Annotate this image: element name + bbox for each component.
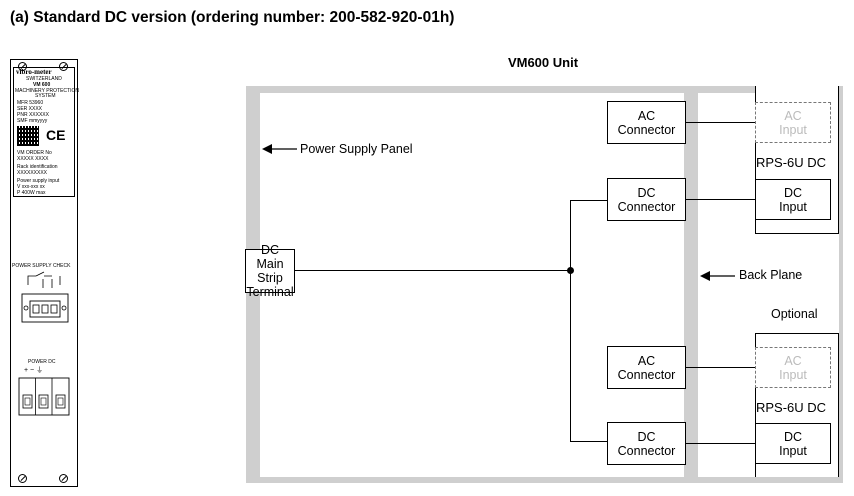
power-supply-panel-label: Power Supply Panel bbox=[300, 142, 413, 156]
dc-input-box-1: DC Input bbox=[755, 179, 831, 220]
ac-input-box-1: AC Input bbox=[755, 102, 831, 143]
screw-icon bbox=[18, 474, 27, 483]
optional-label: Optional bbox=[771, 307, 818, 321]
smf-text: SMF mmyyyy bbox=[17, 118, 48, 124]
ac-input-box-2: AC Input bbox=[755, 347, 831, 388]
top-frame-bar bbox=[246, 86, 843, 93]
rack-id-label: Rack identification bbox=[17, 164, 58, 170]
dc-input-box-2: DC Input bbox=[755, 423, 831, 464]
dc-connector-box-2: DC Connector bbox=[607, 422, 686, 465]
dc-bus-vertical-line bbox=[570, 200, 571, 442]
dc-connector-1-line bbox=[570, 200, 608, 201]
ac-link-line-1 bbox=[686, 122, 755, 123]
barcode-icon bbox=[17, 126, 39, 146]
ser-text: SER XXXX bbox=[17, 106, 43, 112]
dc-main-connection-line bbox=[294, 270, 572, 271]
country-text: SWITZERLAND bbox=[26, 76, 62, 82]
back-plane-label: Back Plane bbox=[739, 268, 803, 282]
arrow-left-icon bbox=[700, 271, 735, 281]
screw-icon bbox=[59, 62, 68, 71]
rack-id-value: XXXXXXXXX bbox=[17, 170, 48, 176]
screw-icon bbox=[59, 474, 68, 483]
rps-6u-dc-label-1: RPS-6U DC bbox=[756, 155, 827, 170]
arrow-left-icon bbox=[262, 144, 297, 154]
rps-6u-dc-label-2: RPS-6U DC bbox=[756, 400, 827, 415]
figure-title: (a) Standard DC version (ordering number… bbox=[10, 9, 455, 26]
power-dc-label: POWER DC bbox=[28, 359, 56, 365]
mfr-text: MFR 53960 bbox=[17, 100, 44, 106]
pnr-text: PNR XXXXXX bbox=[17, 112, 49, 118]
psi-voltage: V xxx-xxx xx bbox=[17, 184, 45, 190]
junction-dot bbox=[567, 267, 574, 274]
right-frame-bar bbox=[839, 86, 843, 483]
order-no-label: VM ORDER No bbox=[17, 150, 52, 156]
dc-connector-2-line bbox=[570, 441, 608, 442]
module-label-plate bbox=[13, 67, 75, 197]
model-text: VM 600 bbox=[33, 82, 51, 88]
ac-connector-box-1: AC Connector bbox=[607, 101, 686, 144]
order-no-value: XXXXX XXXX bbox=[17, 156, 49, 162]
brand-logo: vibro-meter bbox=[16, 68, 52, 76]
psi-label: Power supply input bbox=[17, 178, 60, 184]
dc-terminal-block-icon bbox=[18, 377, 70, 416]
vm600-unit-title: VM600 Unit bbox=[507, 55, 579, 70]
desc-line-1: MACHINERY PROTECTION bbox=[15, 88, 79, 94]
bottom-frame-bar bbox=[246, 477, 843, 483]
dc-link-line-1 bbox=[686, 199, 755, 200]
ce-mark: CE bbox=[46, 127, 66, 143]
dc-connector-box-1: DC Connector bbox=[607, 178, 686, 221]
screw-icon bbox=[18, 62, 27, 71]
power-supply-check-label: POWER SUPPLY CHECK bbox=[12, 263, 71, 269]
back-plane-bar bbox=[684, 86, 698, 483]
relay-connector-icon bbox=[21, 271, 69, 323]
dc-link-line-2 bbox=[686, 443, 755, 444]
dc-terminal-polarity: + − ⏚ bbox=[24, 367, 44, 374]
desc-line-2: SYSTEM bbox=[35, 93, 56, 99]
ac-link-line-2 bbox=[686, 367, 755, 368]
psi-power: P 400W max bbox=[17, 190, 46, 196]
dc-main-strip-terminal-box: DC Main Strip Terminal bbox=[245, 243, 295, 299]
ac-connector-box-2: AC Connector bbox=[607, 346, 686, 389]
